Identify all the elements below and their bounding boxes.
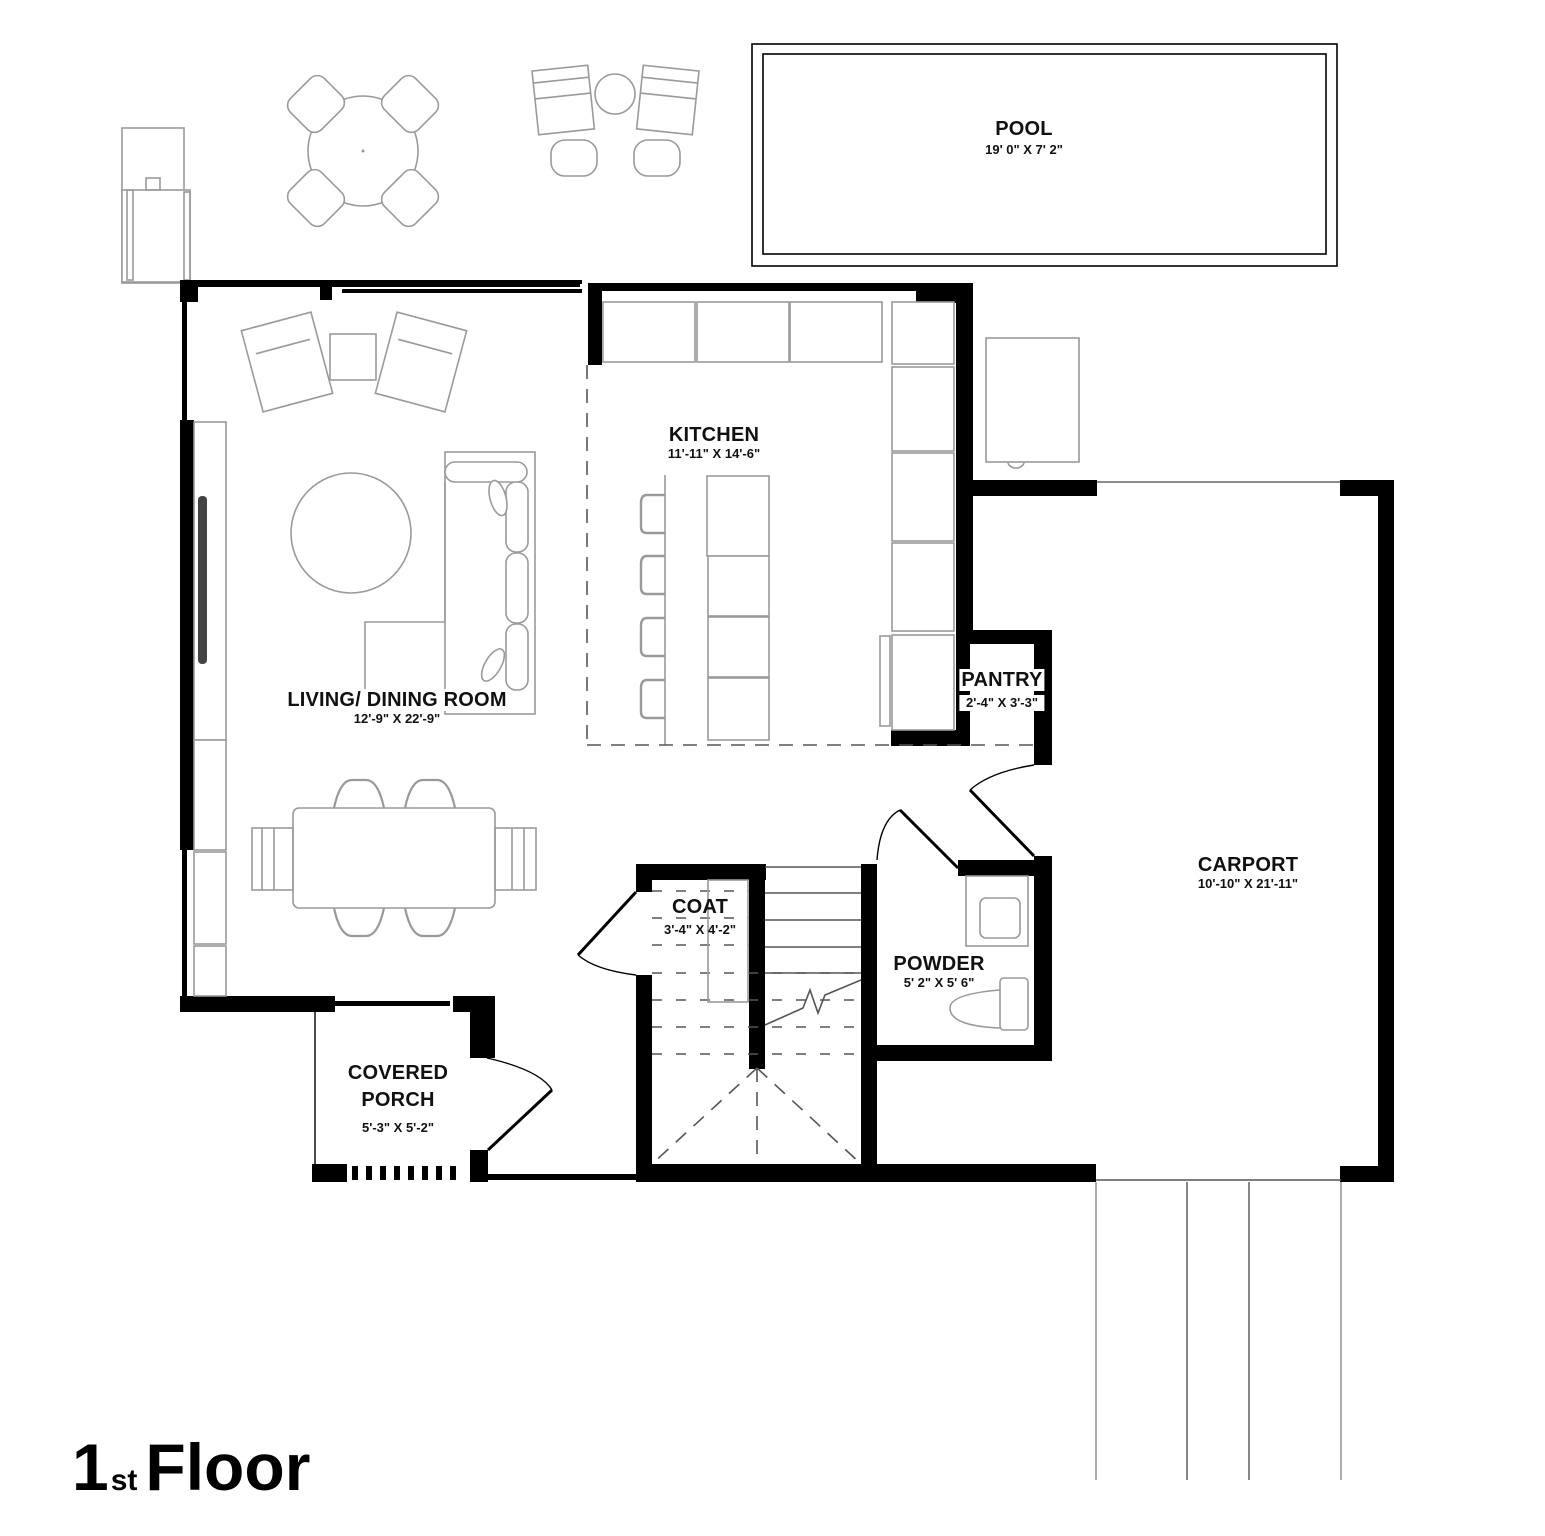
room-name: PANTRY: [959, 669, 1045, 691]
room-label-coat: COAT 3'-4" X 4'-2": [664, 896, 736, 938]
room-name: LIVING/ DINING ROOM: [285, 689, 509, 711]
room-label-kitchen: KITCHEN 11'-11" X 14'-6": [668, 424, 760, 462]
water-heater-icon: [985, 337, 1080, 469]
floor-ordinal-suffix: st: [110, 1464, 138, 1497]
room-name: POWDER: [893, 953, 985, 975]
lounge-chairs-icon: [531, 64, 700, 177]
room-label-powder: POWDER 5' 2" X 5' 6": [893, 953, 984, 991]
side-table-icon: [329, 333, 377, 381]
room-dimensions: 11'-11" X 14'-6": [667, 446, 761, 461]
staircase-icon: [651, 866, 862, 1165]
armchair-icon: [240, 311, 468, 413]
bar-stool-icon: [639, 493, 665, 720]
room-name: COAT: [672, 896, 728, 918]
doors: [486, 764, 1036, 1152]
room-dimensions: 5'-3" X 5'-2": [362, 1120, 434, 1135]
patio-dining-set-icon: [286, 74, 440, 228]
room-name: KITCHEN: [668, 424, 760, 446]
room-dimensions: 12'-9" X 22'-9": [353, 711, 441, 726]
sink-icon: [965, 875, 1029, 947]
pool-icon: [751, 43, 1338, 267]
room-label-pantry: PANTRY 2'-4" X 3'-3": [959, 669, 1045, 711]
room-name: COVERED: [347, 1062, 449, 1084]
room-label-living-dining: LIVING/ DINING ROOM 12'-9" X 22'-9": [285, 689, 509, 727]
room-dimensions: 2'-4" X 3'-3": [959, 695, 1045, 711]
room-dimensions: 3'-4" X 4'-2": [664, 922, 736, 937]
toilet-icon: [949, 977, 1029, 1031]
kitchen-cabinets-icon: [602, 301, 955, 731]
room-label-pool: POOL 19' 0" X 7' 2": [985, 118, 1063, 158]
round-rug-icon: [290, 472, 412, 594]
room-name: CARPORT: [1197, 854, 1299, 876]
room-name: POOL: [995, 118, 1053, 140]
exterior-walls: [180, 280, 1394, 1182]
sectional-sofa-icon: [364, 451, 536, 715]
driveway-lines: [1095, 1179, 1342, 1480]
room-dimensions: 10'-10" X 21'-11": [1197, 876, 1299, 891]
floor-number: 1: [72, 1430, 109, 1504]
room-label-carport: CARPORT 10'-10" X 21'-11": [1198, 854, 1298, 892]
room-dimensions: 19' 0" X 7' 2": [985, 142, 1063, 157]
room-label-covered-porch: COVERED PORCH 5'-3" X 5'-2": [348, 1062, 448, 1136]
dining-table-icon: [251, 778, 537, 938]
tv-console-icon: [193, 421, 227, 997]
room-name: PORCH: [361, 1089, 435, 1111]
outdoor-grill-icon: [121, 127, 191, 284]
floor-word: Floor: [145, 1430, 311, 1504]
kitchen-boundary: [586, 365, 1034, 746]
kitchen-island-icon: [664, 475, 770, 745]
interior-walls: [636, 630, 1052, 1182]
room-dimensions: 5' 2" X 5' 6": [903, 975, 975, 990]
